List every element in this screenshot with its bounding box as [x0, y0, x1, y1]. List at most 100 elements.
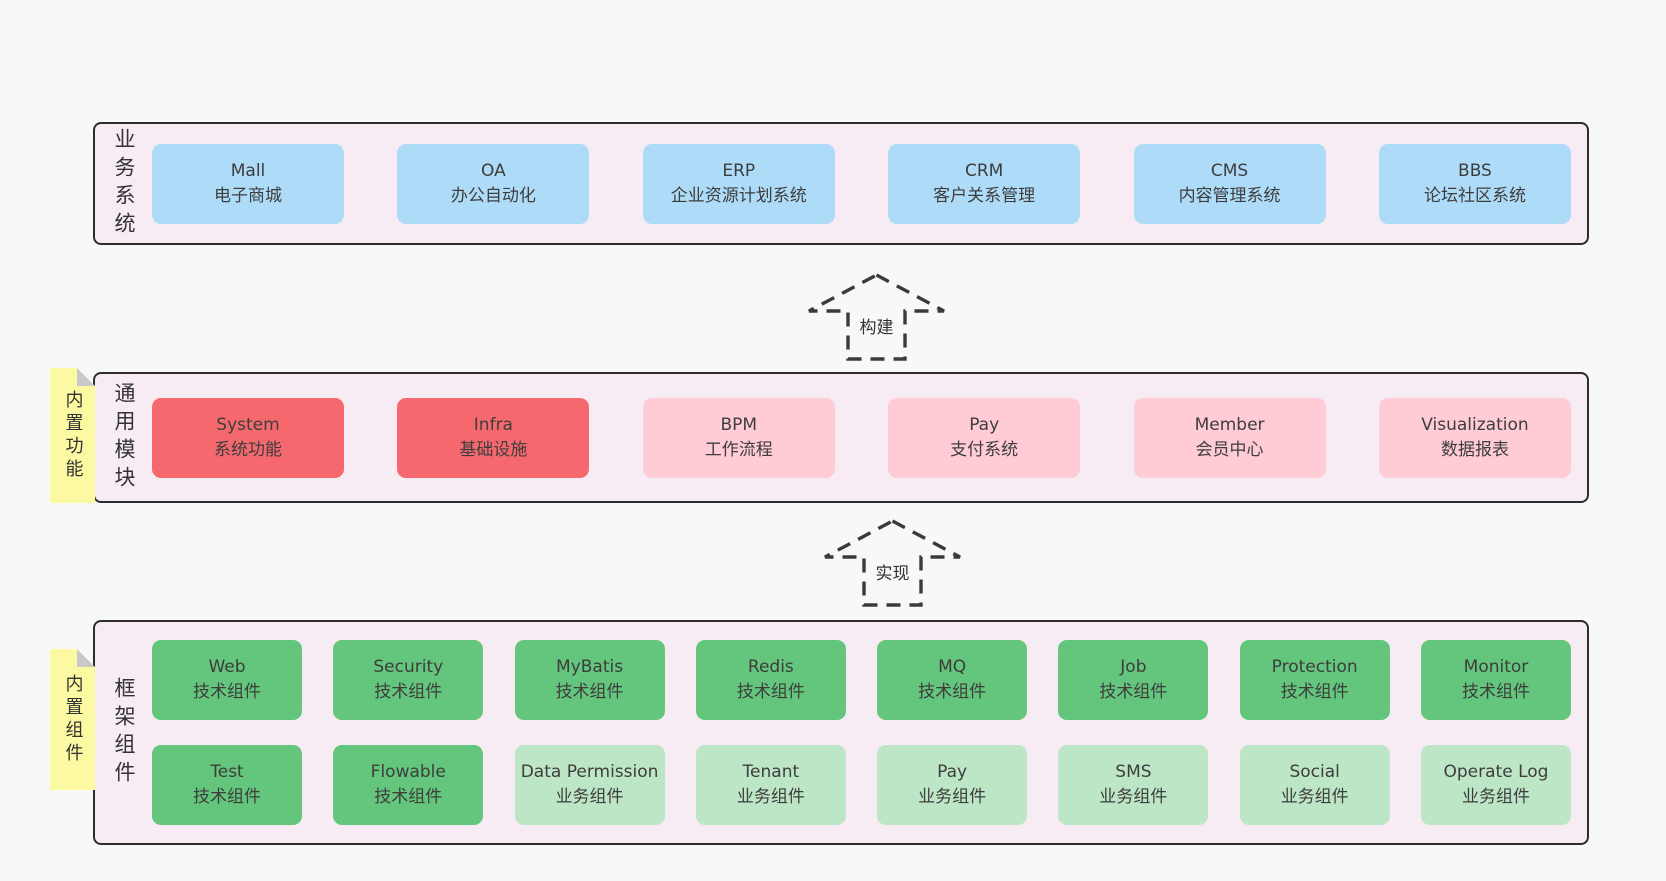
module-title: Security [373, 657, 444, 678]
module-subtitle: 技术组件 [374, 682, 443, 702]
module-box: OA 办公自动化 [397, 143, 590, 224]
arrow-implement: 实现 [822, 519, 963, 607]
module-title: Job [1120, 657, 1147, 678]
module-title: Protection [1271, 657, 1358, 678]
module-subtitle: 业务组件 [918, 787, 987, 807]
module-title: Test [210, 762, 244, 783]
module-subtitle: 技术组件 [193, 682, 261, 702]
module-subtitle: 论坛社区系统 [1423, 185, 1526, 206]
module-subtitle: 技术组件 [736, 682, 805, 702]
module-box: MQ 技术组件 [877, 640, 1028, 720]
business-systems-box-row: Mall 电子商城 OA 办公自动化 ERP 企业资源计划系统 CRM 客户关系… [152, 124, 1587, 243]
module-title: ERP [722, 160, 756, 181]
module-title: Data Permission [520, 762, 659, 783]
module-subtitle: 技术组件 [1099, 682, 1168, 702]
module-subtitle: 电子商城 [214, 185, 282, 206]
module-subtitle: 支付系统 [950, 439, 1019, 460]
module-title: Pay [937, 762, 968, 783]
module-title: Flowable [370, 762, 446, 783]
sticky-note-builtin-features-text: 内置功能 [62, 389, 84, 482]
module-title: BPM [720, 414, 758, 435]
module-title: Infra [473, 414, 513, 435]
module-box: Data Permission 业务组件 [514, 745, 665, 825]
sticky-note-builtin-features: 内置功能 [50, 368, 95, 503]
module-title: Pay [969, 414, 1000, 435]
module-subtitle: 技术组件 [193, 787, 261, 807]
module-box: System 系统功能 [152, 397, 344, 478]
module-title: CRM [964, 160, 1004, 181]
sticky-note-builtin-components: 内置组件 [50, 649, 95, 790]
module-subtitle: 数据报表 [1440, 439, 1509, 460]
module-subtitle: 业务组件 [736, 787, 805, 807]
module-box: Social 业务组件 [1239, 745, 1390, 825]
module-box: CMS 内容管理系统 [1133, 143, 1326, 224]
module-title: Web [208, 657, 246, 678]
module-subtitle: 技术组件 [555, 682, 624, 702]
module-subtitle: 技术组件 [1280, 682, 1349, 702]
module-box: Job 技术组件 [1058, 640, 1209, 720]
module-subtitle: 业务组件 [555, 787, 624, 807]
module-title: Operate Log [1443, 762, 1549, 783]
module-box: Monitor 技术组件 [1420, 640, 1571, 720]
module-title: OA [481, 160, 506, 181]
module-box: Redis 技术组件 [695, 640, 846, 720]
panel-business-systems-label: 业务系统 [112, 127, 136, 240]
module-title: Social [1289, 762, 1340, 783]
module-subtitle: 工作流程 [704, 439, 773, 460]
panel-framework-components: 框架组件 Web 技术组件 Security 技术组件 MyBatis 技术组件… [93, 620, 1589, 845]
module-title: Visualization [1421, 414, 1529, 435]
panel-framework-components-label: 框架组件 [112, 676, 136, 789]
module-box: Pay 业务组件 [877, 745, 1028, 825]
module-subtitle: 技术组件 [918, 682, 987, 702]
module-box: CRM 客户关系管理 [888, 143, 1081, 224]
module-box: BPM 工作流程 [642, 397, 835, 478]
module-box: MyBatis 技术组件 [514, 640, 665, 720]
module-title: Redis [747, 657, 794, 678]
module-box: Operate Log 业务组件 [1420, 745, 1571, 825]
arrow-build-label: 构建 [856, 313, 897, 338]
module-subtitle: 内容管理系统 [1178, 185, 1281, 206]
module-box: Protection 技术组件 [1239, 640, 1390, 720]
module-box: Tenant 业务组件 [695, 745, 846, 825]
module-title: Tenant [742, 762, 800, 783]
module-subtitle: 技术组件 [374, 787, 443, 807]
module-title: BBS [1458, 160, 1492, 181]
module-title: Monitor [1463, 657, 1529, 678]
module-box: SMS 业务组件 [1058, 745, 1209, 825]
panel-common-modules-label: 通用模块 [112, 381, 136, 494]
module-box: Web 技术组件 [152, 640, 302, 720]
module-subtitle: 基础设施 [459, 439, 528, 460]
arrow-build: 构建 [806, 273, 947, 361]
module-title: System [216, 414, 280, 435]
module-subtitle: 系统功能 [214, 439, 282, 460]
module-title: Mall [230, 160, 266, 181]
panel-business-systems: 业务系统 Mall 电子商城 OA 办公自动化 ERP 企业资源计划系统 CRM… [93, 122, 1589, 245]
module-box: Flowable 技术组件 [333, 745, 484, 825]
module-box: Test 技术组件 [152, 745, 302, 825]
module-box: Infra 基础设施 [397, 397, 590, 478]
module-box: ERP 企业资源计划系统 [642, 143, 835, 224]
module-subtitle: 业务组件 [1461, 787, 1530, 807]
framework-components-rows: Web 技术组件 Security 技术组件 MyBatis 技术组件 Redi… [152, 622, 1587, 843]
module-subtitle: 技术组件 [1461, 682, 1530, 702]
framework-components-box-row-2: Test 技术组件 Flowable 技术组件 Data Permission … [152, 745, 1571, 825]
module-subtitle: 客户关系管理 [933, 185, 1036, 206]
module-title: Member [1194, 414, 1265, 435]
sticky-note-builtin-components-text: 内置组件 [62, 673, 84, 766]
common-modules-box-row: System 系统功能 Infra 基础设施 BPM 工作流程 Pay 支付系统… [152, 374, 1587, 501]
module-title: MyBatis [556, 657, 624, 678]
module-box: Member 会员中心 [1133, 397, 1326, 478]
module-title: SMS [1115, 762, 1152, 783]
module-box: Visualization 数据报表 [1378, 397, 1571, 478]
module-subtitle: 业务组件 [1280, 787, 1349, 807]
module-subtitle: 业务组件 [1099, 787, 1168, 807]
framework-components-box-row-1: Web 技术组件 Security 技术组件 MyBatis 技术组件 Redi… [152, 640, 1571, 720]
arrow-implement-label: 实现 [872, 559, 913, 584]
module-subtitle: 企业资源计划系统 [670, 185, 807, 206]
module-box: BBS 论坛社区系统 [1378, 143, 1571, 224]
module-box: Pay 支付系统 [888, 397, 1081, 478]
module-title: CMS [1210, 160, 1249, 181]
module-box: Mall 电子商城 [152, 143, 344, 224]
module-title: MQ [938, 657, 967, 678]
